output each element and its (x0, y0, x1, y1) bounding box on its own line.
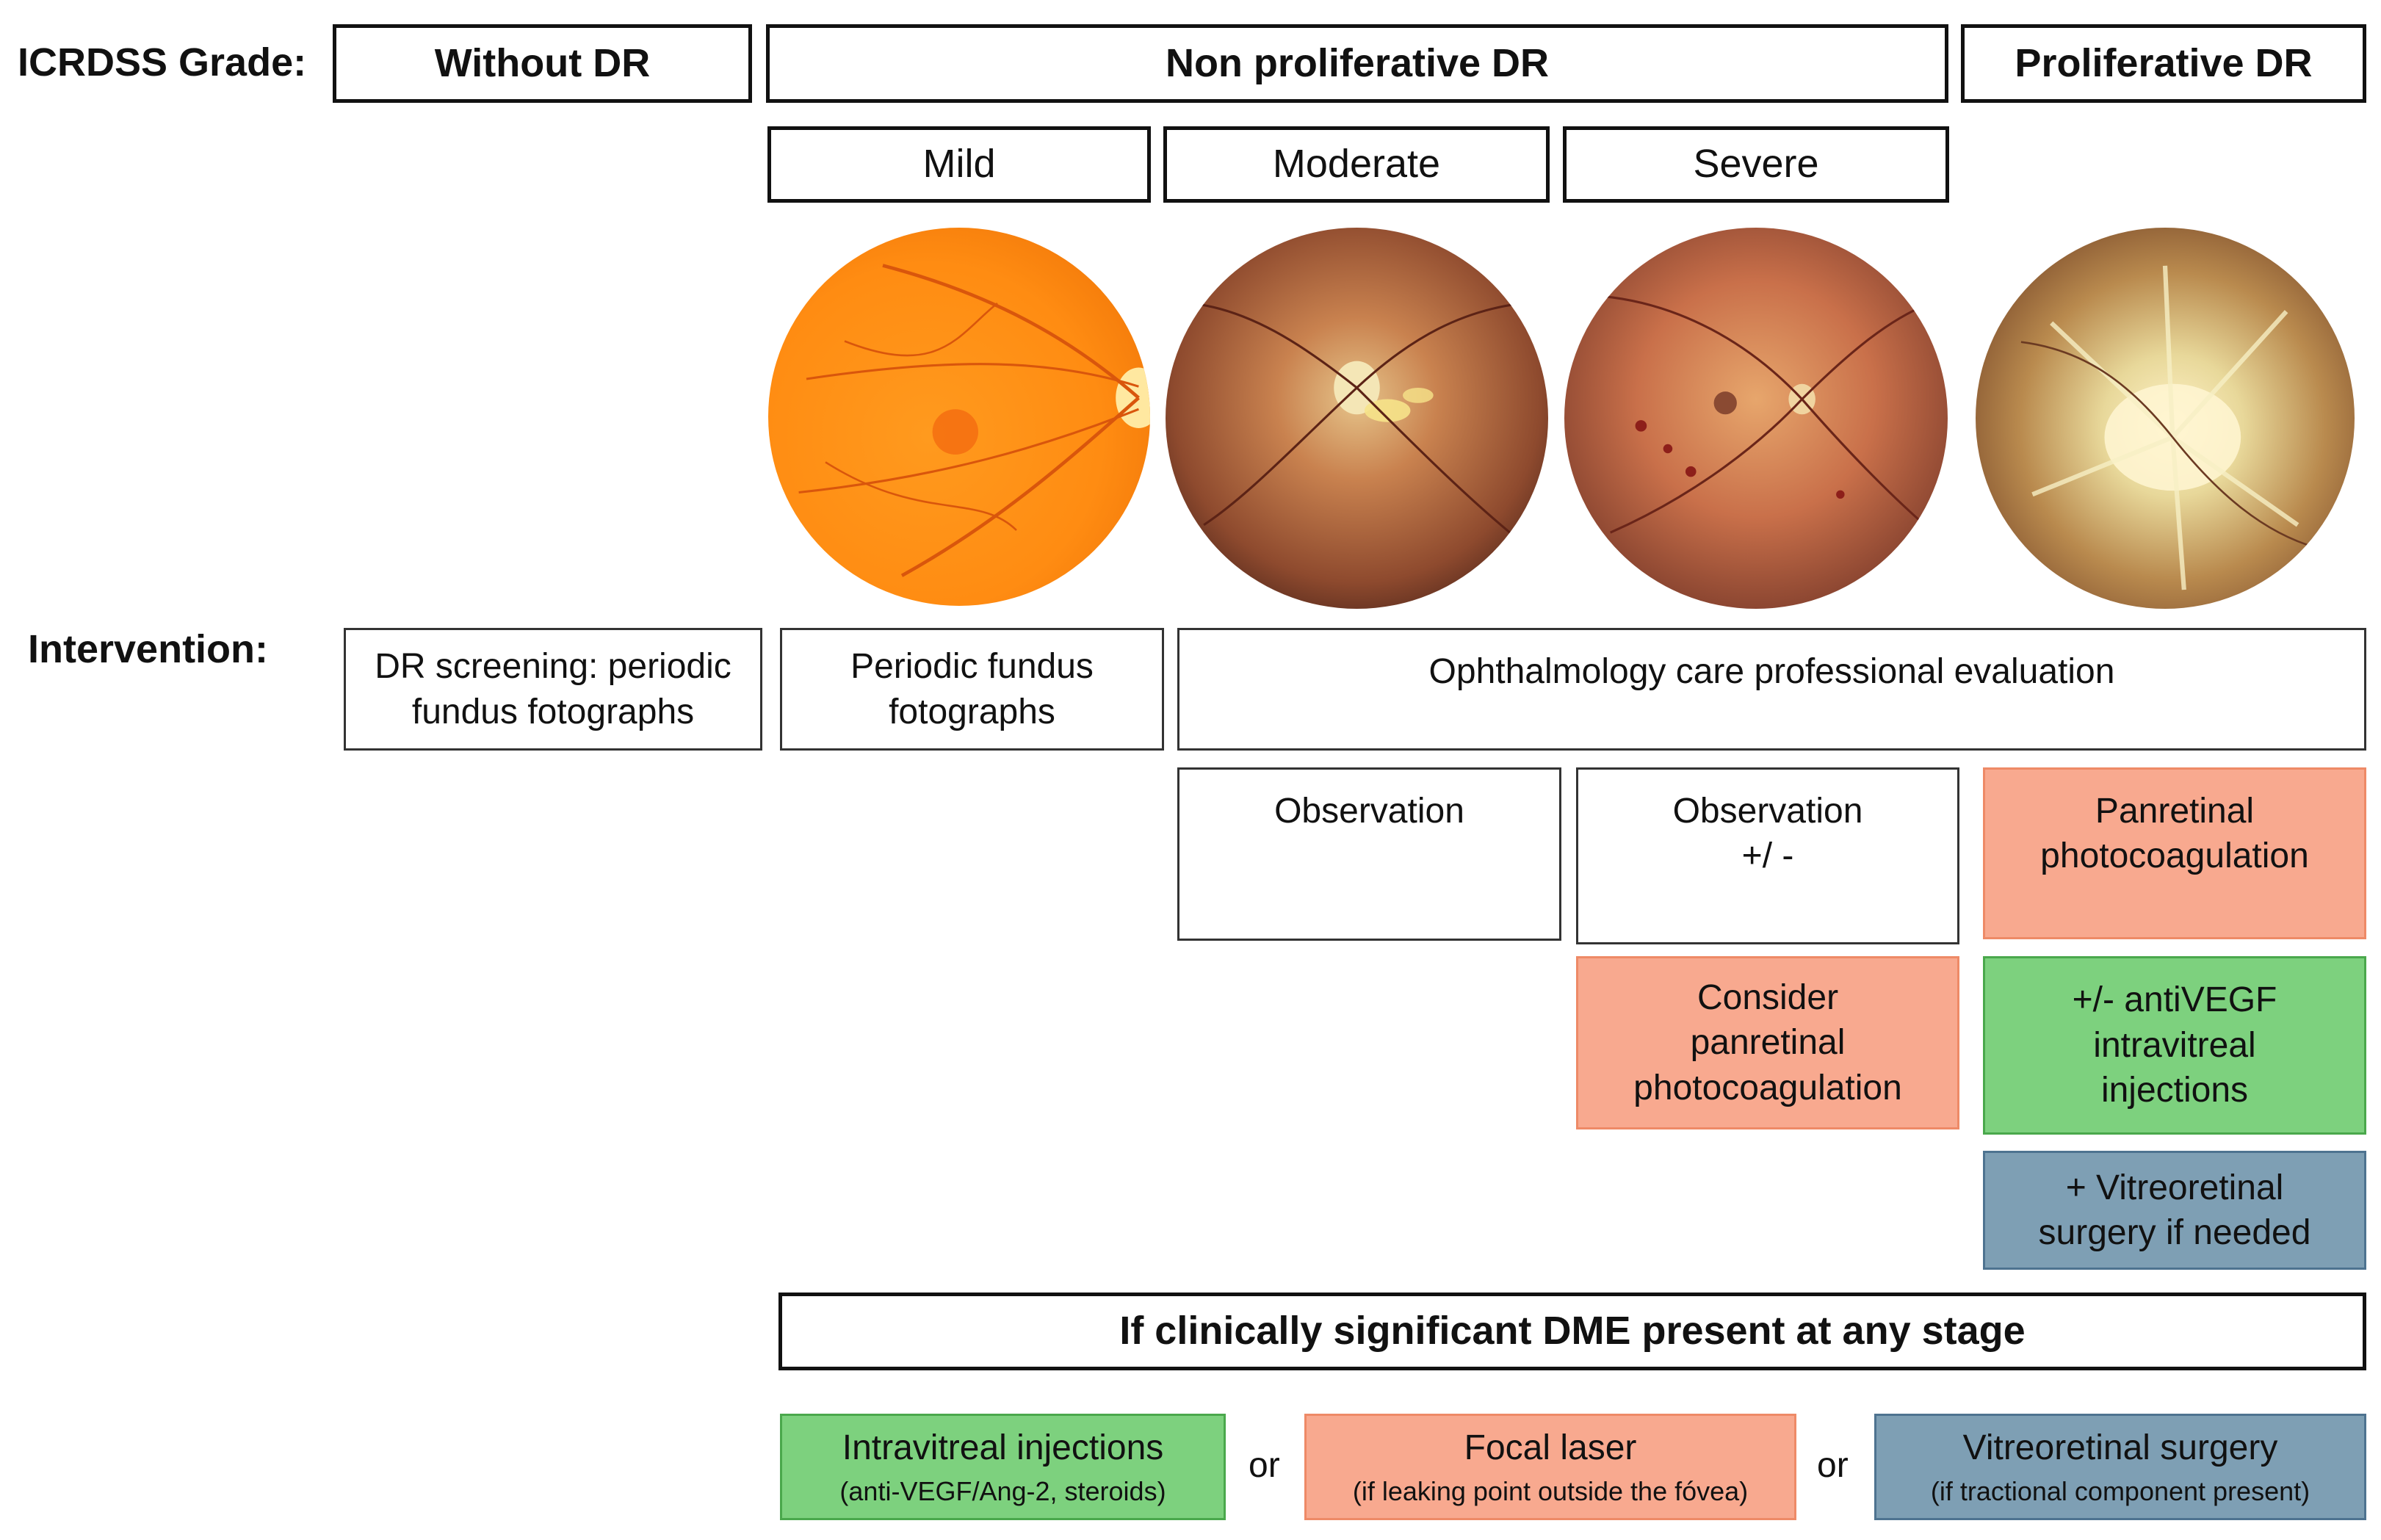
vitreo-line2: surgery if needed (2038, 1213, 2311, 1252)
box-panretinal-photocoagulation: Panretinal photocoagulation (1983, 767, 2366, 939)
antivegf-line3: injections (2100, 1071, 2249, 1110)
or-separator-1: or (1249, 1446, 1280, 1485)
vitreoretinal-surgery-text: Vitreoretinal surgery (1962, 1428, 2278, 1467)
observation-pm-line2: +/ - (1741, 836, 1794, 876)
antivegf-line1: +/- antiVEGF (2072, 980, 2277, 1020)
subgrade-moderate-text: Moderate (1272, 142, 1441, 187)
fundus-image-mild (768, 228, 1150, 606)
periodic-fundus-line2: fotographs (889, 692, 1055, 731)
dme-header-text: If clinically significant DME present at… (1119, 1309, 2026, 1353)
grade-without-dr: Without DR (333, 24, 752, 103)
dme-header: If clinically significant DME present at… (778, 1293, 2366, 1370)
box-consider-panretinal: Consider panretinal photocoagulation (1576, 956, 1959, 1129)
subgrade-moderate: Moderate (1163, 126, 1550, 203)
box-vitreoretinal-if-needed: + Vitreoretinal surgery if needed (1983, 1151, 2366, 1270)
prp-line1: Panretinal (2095, 792, 2255, 831)
box-observation-plus-minus: Observation +/ - (1576, 767, 1959, 944)
fundus-image-severe (1564, 228, 1948, 609)
grade-proliferative-text: Proliferative DR (2015, 40, 2313, 85)
intervention-label: Intervention: (28, 627, 269, 671)
vitreoretinal-surgery-note: (if tractional component present) (1930, 1476, 2310, 1507)
grade-non-proliferative-dr: Non proliferative DR (766, 24, 1948, 103)
box-antivegf-injections: +/- antiVEGF intravitreal injections (1983, 956, 2366, 1135)
subgrade-mild: Mild (767, 126, 1151, 203)
ophthalmology-text: Ophthalmology care professional evaluati… (1428, 652, 2115, 691)
observation-pm-line1: Observation (1672, 792, 1863, 831)
grade-without-dr-text: Without DR (434, 40, 651, 85)
intravitreal-injections-text: Intravitreal injections (842, 1428, 1164, 1467)
box-dr-screening: DR screening: periodic fundus fotographs (344, 628, 762, 751)
subgrade-mild-text: Mild (922, 142, 996, 187)
consider-prp-line2: panretinal (1690, 1023, 1846, 1063)
observation-text: Observation (1274, 792, 1464, 831)
focal-laser-text: Focal laser (1464, 1428, 1637, 1467)
or-separator-2: or (1817, 1446, 1849, 1485)
grade-label: ICRDSS Grade: (18, 40, 307, 84)
box-intravitreal-injections: Intravitreal injections (anti-VEGF/Ang-2… (780, 1414, 1226, 1520)
box-focal-laser: Focal laser (if leaking point outside th… (1304, 1414, 1796, 1520)
consider-prp-line1: Consider (1697, 977, 1839, 1017)
periodic-fundus-line1: Periodic fundus (850, 647, 1094, 687)
fundus-image-moderate (1166, 228, 1548, 609)
consider-prp-line3: photocoagulation (1633, 1068, 1902, 1107)
dr-screening-line2: fundus fotographs (411, 692, 695, 731)
antivegf-line2: intravitreal (2093, 1025, 2256, 1065)
box-vitreoretinal-surgery: Vitreoretinal surgery (if tractional com… (1874, 1414, 2366, 1520)
box-ophthalmology-evaluation: Ophthalmology care professional evaluati… (1177, 628, 2366, 751)
subgrade-severe: Severe (1563, 126, 1949, 203)
focal-laser-note: (if leaking point outside the fóvea) (1352, 1476, 1749, 1507)
subgrade-severe-text: Severe (1693, 142, 1819, 187)
fundus-image-proliferative (1976, 228, 2355, 609)
intravitreal-injections-note: (anti-VEGF/Ang-2, steroids) (839, 1476, 1166, 1507)
dr-screening-line1: DR screening: periodic (375, 647, 731, 687)
grade-non-proliferative-text: Non proliferative DR (1165, 40, 1550, 85)
vitreo-line1: + Vitreoretinal (2065, 1168, 2284, 1207)
prp-line2: photocoagulation (2040, 836, 2309, 876)
box-periodic-fundus: Periodic fundus fotographs (780, 628, 1164, 751)
grade-proliferative-dr: Proliferative DR (1961, 24, 2366, 103)
box-observation: Observation (1177, 767, 1561, 941)
